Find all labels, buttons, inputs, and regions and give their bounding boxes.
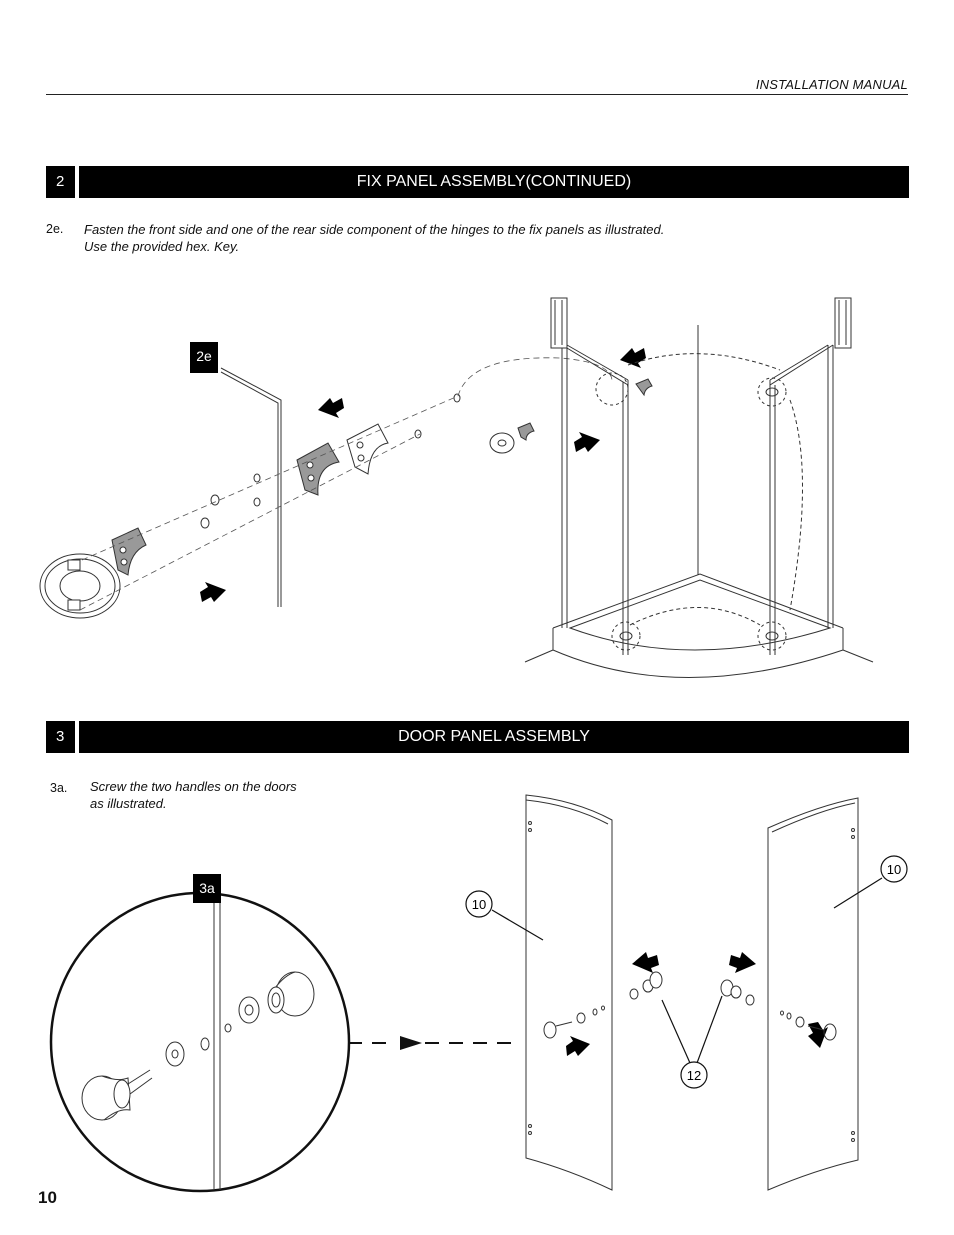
callout-leaders bbox=[491, 877, 883, 1064]
step-3a-line-1: Screw the two handles on the doors bbox=[90, 779, 297, 794]
fix-panel-edge bbox=[220, 367, 282, 607]
door-direction-arrows bbox=[566, 952, 756, 1056]
hinge-half-white bbox=[346, 423, 389, 475]
section-2-title: FIX PANEL ASSEMBLY(CONTINUED) bbox=[79, 166, 909, 198]
step-2e-line-1: Fasten the front side and one of the rea… bbox=[84, 222, 665, 237]
step-3a-label: 3a. bbox=[50, 781, 68, 795]
pointer-arrowhead bbox=[400, 1036, 422, 1050]
figure-2e-tag: 2e bbox=[190, 342, 218, 373]
alignment-lines bbox=[79, 357, 613, 611]
callout-circle-right-panel bbox=[880, 855, 908, 883]
section-3-title: DOOR PANEL ASSEMBLY bbox=[79, 721, 909, 753]
step-3a-line-2: as illustrated. bbox=[90, 796, 167, 811]
section-3-number: 3 bbox=[46, 721, 75, 753]
shower-enclosure bbox=[524, 297, 874, 678]
hinge-half-grey-2 bbox=[296, 442, 340, 496]
hinge-plate bbox=[39, 553, 121, 619]
detail-magnifier-circle bbox=[49, 891, 351, 1193]
handle-knob-parts bbox=[81, 971, 315, 1121]
callout-circle-left-panel bbox=[465, 890, 493, 918]
callout-left-panel: 10 bbox=[472, 897, 486, 912]
step-2e-line-2: Use the provided hex. Key. bbox=[84, 239, 240, 254]
step-2e-text: Fasten the front side and one of the rea… bbox=[84, 221, 664, 255]
door-panel-right bbox=[767, 797, 859, 1191]
handle-parts-middle bbox=[629, 971, 755, 1006]
header-rule bbox=[46, 94, 908, 95]
hinge-half-grey-1 bbox=[111, 527, 147, 576]
callout-right-panel: 10 bbox=[887, 862, 901, 877]
small-hinge-detail bbox=[489, 422, 535, 454]
step-2e-label: 2e. bbox=[46, 222, 64, 236]
callout-circle-handles bbox=[680, 1061, 708, 1089]
direction-arrows bbox=[200, 348, 828, 1048]
callout-handles: 12 bbox=[687, 1068, 701, 1083]
figure-3a-tag: 3a bbox=[193, 874, 221, 903]
door-panel-left bbox=[525, 794, 613, 1191]
section-2-number: 2 bbox=[46, 166, 75, 198]
manual-header-label: INSTALLATION MANUAL bbox=[755, 77, 908, 92]
step-3a-text: Screw the two handles on the doors as il… bbox=[90, 778, 297, 812]
page-number: 10 bbox=[38, 1188, 57, 1207]
